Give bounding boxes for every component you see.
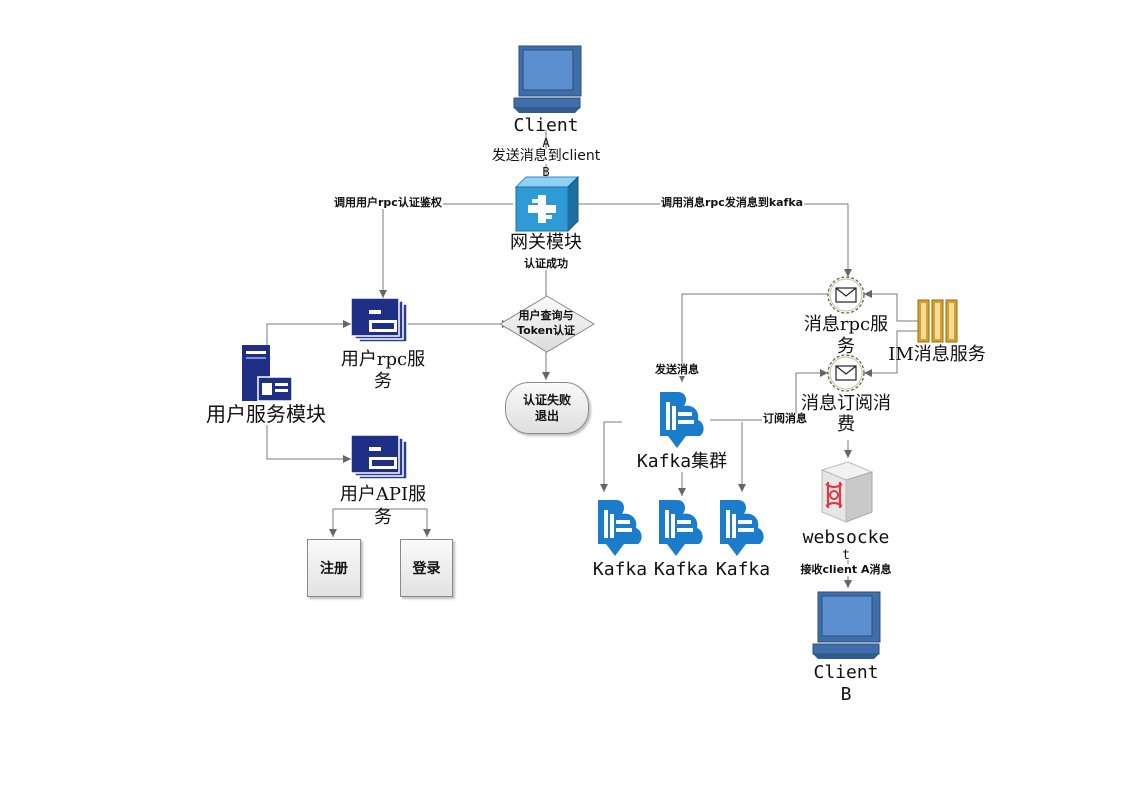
user-rpc-label-2: 务 — [374, 371, 392, 392]
edge-im-msg-sub — [864, 330, 918, 377]
edge-kafka-msg-sub — [710, 369, 828, 421]
kafka-broker-icon — [598, 500, 642, 556]
user-api-label-1: 用户API服 — [339, 484, 427, 505]
websocket-label-1: websocke — [802, 527, 890, 548]
msg-sub-label-2: 费 — [837, 414, 855, 435]
envelope-icon — [827, 276, 865, 314]
edge-gateway-user-rpc — [379, 203, 513, 298]
kafka-broker-icon — [660, 392, 704, 448]
msg-rpc-label-2: 务 — [837, 336, 855, 357]
envelope-icon — [827, 354, 865, 392]
kafka-broker-icon — [720, 500, 764, 556]
send-to-client-b-label: 发送消息到client — [491, 148, 601, 165]
websocket-label-2: t — [842, 548, 850, 563]
call-msg-rpc-label: 调用消息rpc发消息到kafka — [660, 196, 805, 210]
desktop-computer-icon — [513, 45, 582, 113]
client-b-label-2: B — [840, 684, 852, 705]
register-box: 注册 — [307, 539, 361, 597]
edge-gateway-msg-rpc — [578, 203, 852, 277]
edge-api-login — [380, 508, 431, 537]
msg-rpc-label-1: 消息rpc服 — [803, 314, 889, 335]
login-box: 登录 — [400, 539, 453, 597]
server-stack-icon — [351, 435, 408, 480]
decision-label-2: Token认证 — [517, 324, 575, 337]
auth-fail-label-2: 退出 — [534, 409, 559, 423]
kafka-broker-label-3: Kafka — [715, 559, 771, 580]
receive-client-a-label: 接收client A消息 — [799, 563, 893, 577]
server-icon — [242, 345, 293, 402]
im-service-label: IM消息服务 — [888, 344, 986, 365]
msg-sub-label-1: 消息订阅消 — [801, 393, 891, 414]
user-service-module-label: 用户服务模块 — [206, 402, 326, 426]
send-message-label: 发送消息 — [654, 363, 700, 377]
subscribe-message-label: 订阅消息 — [762, 412, 808, 426]
desktop-computer-icon — [812, 591, 881, 659]
send-to-client-b-label-a: A — [542, 136, 550, 150]
server-stack-icon — [351, 298, 408, 343]
edge-msg-rpc-kafka — [678, 293, 828, 382]
auth-success-label: 认证成功 — [523, 257, 569, 271]
kafka-broker-icon — [659, 500, 703, 556]
kafka-cluster-label: Kafka集群 — [636, 451, 728, 472]
kafka-broker-label-2: Kafka — [653, 559, 709, 580]
client-a-label: Client — [513, 115, 579, 136]
send-to-client-b-label-b: B — [542, 165, 550, 179]
kafka-broker-label-1: Kafka — [592, 559, 648, 580]
message-queue-icon — [917, 299, 958, 343]
websocket-icon — [820, 461, 874, 523]
decision-label-1: 用户查询与 — [518, 309, 574, 322]
user-api-label-2: 务 — [374, 507, 392, 528]
gateway-label: 网关模块 — [510, 232, 582, 253]
auth-fail-terminator: 认证失败 退出 — [505, 382, 589, 434]
edge-im-msg-rpc — [864, 290, 918, 322]
user-rpc-label-1: 用户rpc服 — [340, 349, 426, 370]
edge-kafka-broker-1 — [600, 421, 622, 492]
decision-diamond — [499, 295, 595, 353]
auth-fail-label-1: 认证失败 — [522, 392, 571, 407]
network-switch-icon — [514, 175, 580, 233]
edge-module-user-api — [266, 425, 351, 463]
call-user-rpc-label: 调用用户rpc认证鉴权 — [333, 196, 443, 210]
edge-api-register — [329, 508, 380, 537]
client-b-label-1: Client — [813, 662, 879, 683]
